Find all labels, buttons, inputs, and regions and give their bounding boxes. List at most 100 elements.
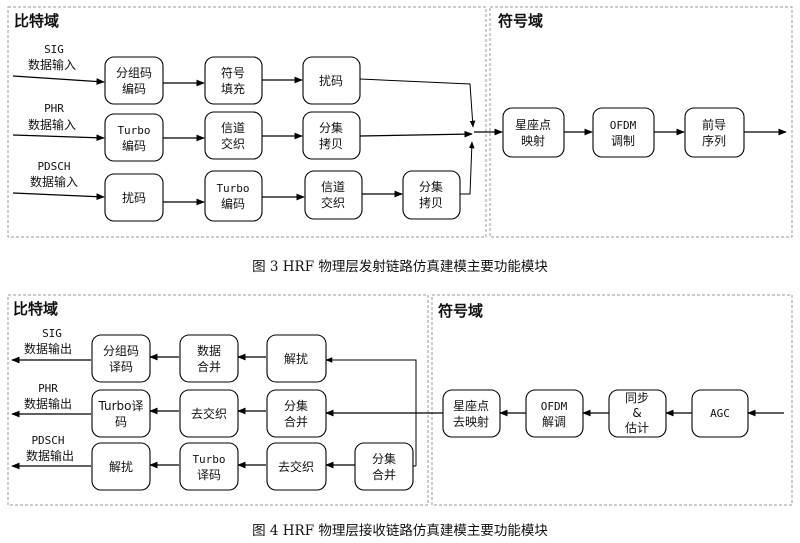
fig3-sig-input-label-1: SIG: [44, 43, 64, 56]
fig4-block-label: 数据: [197, 343, 221, 358]
fig3-block-turbo-encode: [204, 170, 263, 222]
fig3-phr-input-arrow: [12, 134, 105, 142]
fig4-block-label: 估计: [625, 421, 649, 435]
fig3-block-label: 信道: [321, 180, 345, 194]
fig4-block-diversity-combine: [354, 442, 414, 491]
fig3-block-label: OFDM: [610, 119, 637, 132]
fig4-symbol-domain: [431, 294, 793, 506]
fig3-caption: 图 3 HRF 物理层发射链路仿真建模主要功能模块: [252, 259, 548, 275]
fig3-phr-input-label-2: 数据输入: [28, 117, 76, 132]
fig4-block-sync-estimate: [608, 389, 667, 438]
fig3-block-label: 交织: [221, 136, 245, 151]
fig4-block-label: 同步: [625, 391, 649, 405]
fig3-block-label: 分集: [419, 179, 443, 194]
fig3-pdsch-input-label-1: PDSCH: [37, 160, 70, 173]
fig3-block-label: 前导: [702, 117, 726, 132]
fig3-block-label: 分组码: [116, 66, 152, 80]
fig3-sig-merge-arrow: [359, 78, 476, 128]
fig4-block-label: 分组码: [103, 344, 139, 358]
fig3-block-label: 交织: [321, 195, 345, 210]
fig4-block-deinterleave: [266, 442, 327, 491]
fig3-block-label: Turbo: [216, 182, 249, 195]
fig3-block-scrambling: [302, 56, 361, 105]
fig3-block-channel-interleave: [304, 170, 363, 220]
fig4-caption: 图 4 HRF 物理层接收链路仿真建模主要功能模块: [252, 522, 548, 539]
fig4-block-label: 分集: [284, 398, 308, 413]
fig4-phr-output-label-2: 数据输出: [24, 396, 72, 411]
fig4-pdsch-output-label-1: PDSCH: [31, 434, 64, 447]
fig4-block-label: &: [632, 406, 641, 420]
fig4-block-data-combine: [179, 334, 239, 383]
fig3-symbol-domain-title: 符号域: [498, 12, 543, 30]
fig3-block-label: 信道: [221, 121, 245, 135]
fig4-sig-output-label-1: SIG: [42, 327, 62, 340]
fig4-block-label: 译码: [109, 360, 133, 374]
fig4-block-agc: [691, 389, 749, 438]
fig4-block-label: 去交织: [278, 459, 314, 474]
fig4-block-constellation-demapping: [442, 389, 501, 438]
fig4-block-label: 星座点: [453, 398, 489, 413]
fig4-block-group-code-decode: [91, 334, 151, 383]
fig3-block-group-code-encode: [104, 56, 164, 105]
fig4-block-diversity-combine: [266, 389, 327, 438]
fig3-block-channel-interleave: [204, 111, 263, 160]
fig4-block-label: Turbo译: [97, 399, 143, 413]
fig4-block-descrambling: [91, 442, 151, 491]
fig3-block-turbo-encode: [104, 113, 164, 162]
fig4-block-label: 合并: [197, 359, 221, 374]
fig3-block-diversity-copy: [302, 111, 361, 160]
fig4-block-label: 解调: [542, 415, 566, 429]
fig3-block-label: 扰码: [122, 191, 146, 205]
fig3-block-label: 调制: [611, 134, 635, 148]
fig4-block-label: 译码: [197, 468, 221, 482]
fig4-block-label: OFDM: [541, 400, 568, 413]
fig3-block-label: 编码: [122, 138, 146, 153]
fig3-bit-domain-title: 比特域: [14, 12, 59, 30]
fig3-block-label: Turbo: [117, 124, 150, 137]
fig4-block-label: 码: [115, 415, 127, 429]
fig4-symbol-domain-title: 符号域: [438, 302, 483, 320]
fig4-block-label: 合并: [284, 414, 308, 429]
fig3-block-label: 拷贝: [319, 136, 343, 151]
fig3-block-label: 编码: [122, 81, 146, 96]
fig4-sig-output-label-2: 数据输出: [24, 341, 72, 356]
fig3-block-label: 符号: [221, 65, 245, 80]
fig4-block-descrambling: [266, 334, 327, 383]
fig3-block-label: 填充: [221, 81, 245, 96]
fig3-block-ofdm-modulation: [592, 107, 655, 158]
fig3-pdsch-input-arrow: [12, 192, 105, 201]
figure-3: 比特域 符号域 SIG 数据输入 PHR 数据输入 PDSCH 数据输入 分组码…: [7, 6, 793, 275]
fig3-block-label: 拷贝: [419, 195, 443, 210]
fig4-bit-domain-title: 比特域: [13, 300, 58, 318]
fig3-block-symbol-padding: [204, 56, 263, 105]
fig4-bit-domain: [7, 294, 429, 506]
fig4-phr-output-label-1: PHR: [38, 382, 58, 395]
fig3-pdsch-input-label-2: 数据输入: [30, 174, 78, 189]
fig4-block-deinterleave: [179, 389, 239, 438]
fig3-block-label: 星座点: [515, 117, 551, 132]
fig4-block-label: 去映射: [453, 414, 489, 429]
fig4-block-label: 分集: [372, 451, 396, 466]
fig3-block-diversity-copy: [402, 170, 461, 220]
fig3-block-label: 编码: [221, 196, 245, 211]
fig3-sig-input-label-2: 数据输入: [28, 57, 76, 72]
fig4-block-ofdm-demodulation: [525, 389, 584, 438]
fig4-block-label: 合并: [372, 467, 396, 482]
fig4-block-label: 解扰: [284, 352, 308, 366]
fig3-block-label: 映射: [521, 133, 545, 148]
fig4-block-turbo-decode: [91, 389, 151, 438]
figure-4: 比特域 符号域 SIG 数据输出 PHR 数据输出 PDSCH 数据输出: [7, 294, 793, 539]
fig3-block-label: 分集: [319, 120, 343, 135]
fig4-block-label: AGC: [710, 407, 730, 420]
fig3-phr-input-label-1: PHR: [44, 102, 64, 115]
fig3-block-preamble: [684, 107, 745, 158]
fig4-pdsch-output-label-2: 数据输出: [26, 448, 74, 463]
fig4-block-label: Turbo: [192, 453, 225, 466]
fig3-symbol-domain: [489, 6, 793, 238]
fig3-pdsch-merge-arrow: [460, 141, 475, 195]
fig3-bit-domain: [7, 6, 487, 238]
fig4-block-label: 去交织: [191, 406, 227, 421]
fig3-block-label: 序列: [702, 133, 726, 148]
fig3-block-scrambling: [104, 173, 164, 222]
